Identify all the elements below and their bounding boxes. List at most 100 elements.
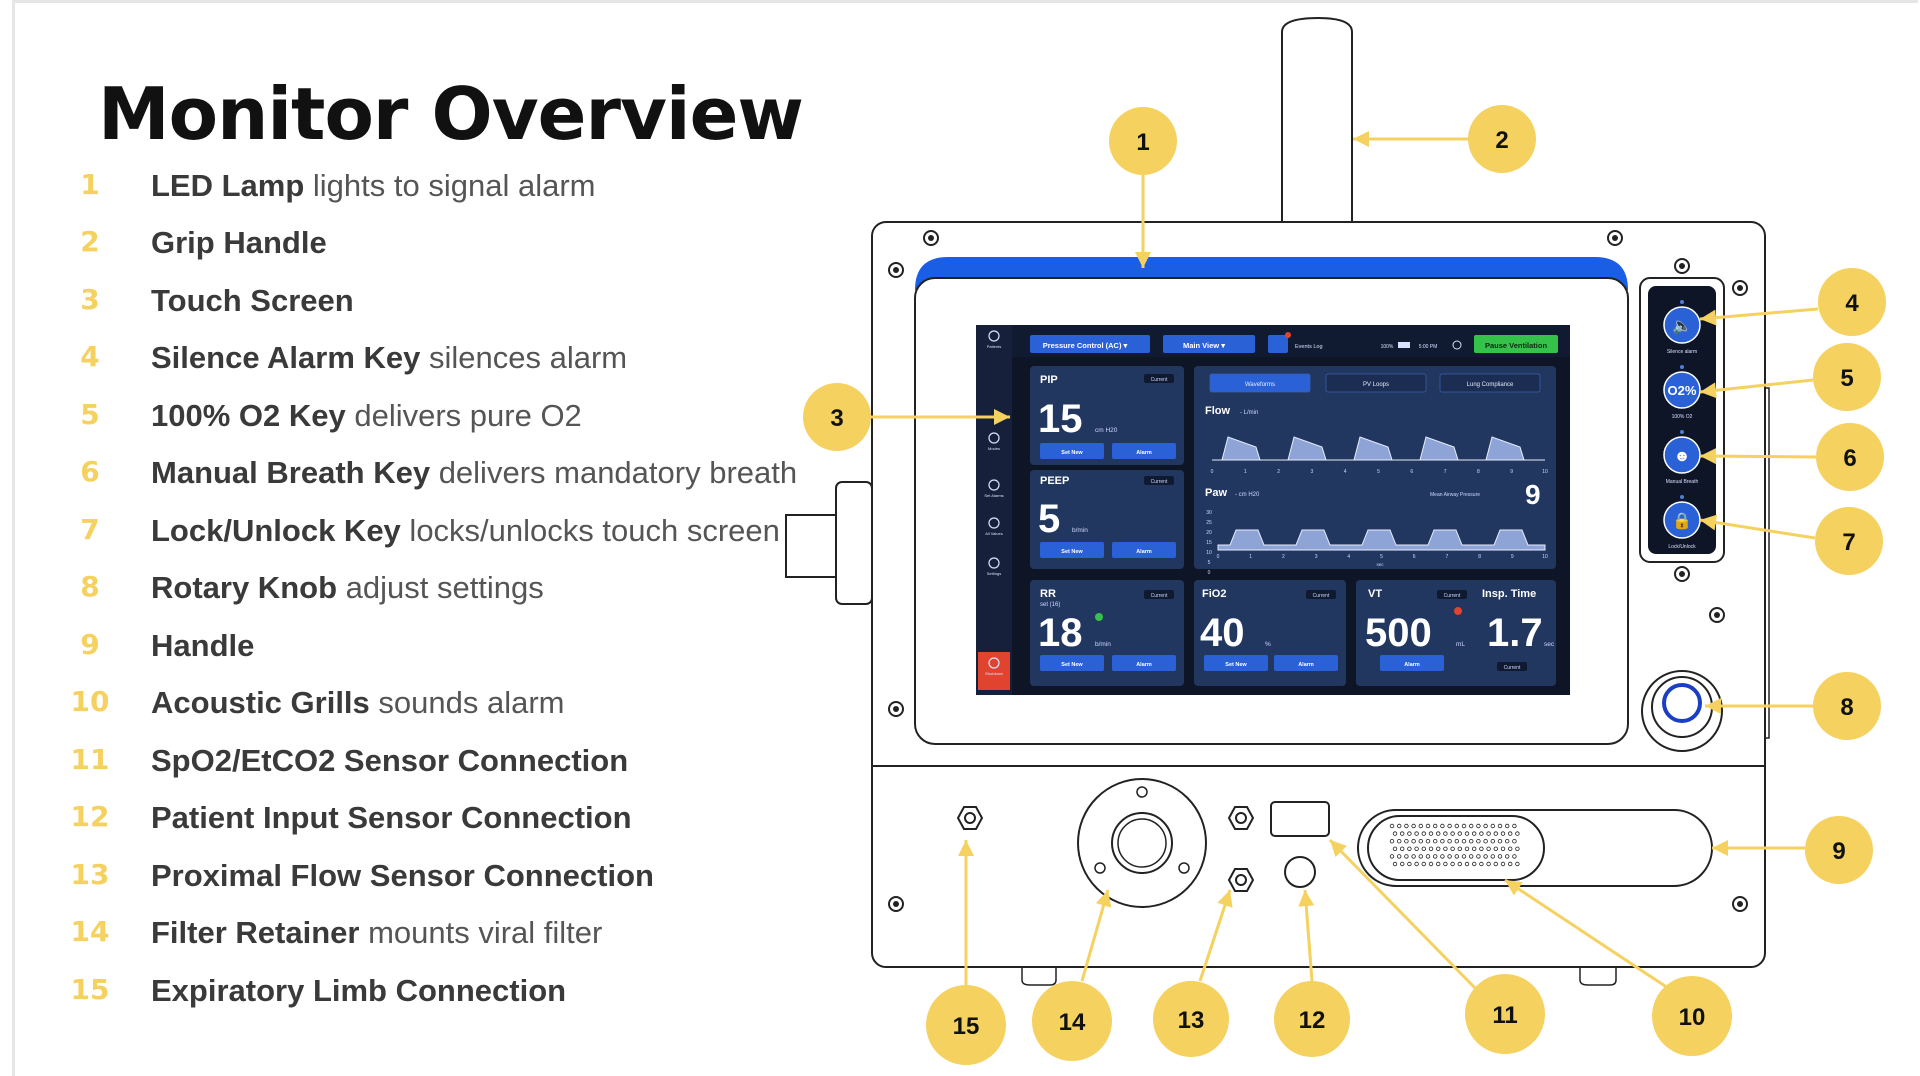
grill-hole [1507, 861, 1513, 867]
legend-name: LED Lamp [151, 168, 305, 203]
lock-icon: 🔒 [1672, 512, 1692, 530]
sidebar-label: Settings [987, 571, 1001, 576]
grill-hole [1450, 861, 1455, 867]
paw-tick: 4 [1347, 554, 1350, 560]
grill-hole [1483, 839, 1488, 844]
flow-label: Flow [1205, 405, 1230, 417]
callout-arrowhead [1705, 698, 1721, 714]
callout-13 [1153, 981, 1229, 1057]
current-tag [1144, 476, 1174, 485]
sidebar-icon [988, 517, 1000, 529]
callout-9 [1805, 816, 1873, 884]
expiratory-port-inner [964, 812, 976, 824]
callout-6-label: 6 [1843, 445, 1856, 472]
grill-hole [1476, 823, 1481, 829]
paw-ytick: 30 [1206, 510, 1212, 516]
screen-button [1040, 655, 1104, 671]
grill-hole [1500, 846, 1506, 851]
grill-hole [1435, 831, 1441, 836]
grill-hole [1432, 839, 1438, 844]
callout-arrowhead [1298, 890, 1315, 907]
callout-arrowhead [1330, 840, 1347, 858]
grill-hole [1500, 831, 1506, 836]
screw-center [1737, 901, 1743, 907]
legend-name: Silence Alarm Key [151, 340, 421, 375]
grill-hole [1512, 823, 1517, 829]
callout-line [1328, 838, 1477, 990]
waveform-tab [1325, 373, 1427, 393]
events-log-label: Events Log [1295, 344, 1323, 350]
view-select [1163, 335, 1255, 353]
grill-hole [1457, 831, 1462, 836]
grill-hole [1500, 861, 1506, 867]
grill-hole [1421, 861, 1426, 867]
legend-text: Manual Breath Key delivers mandatory bre… [151, 455, 797, 491]
grill-hole [1476, 839, 1481, 844]
paw-tick: 0 [1217, 554, 1220, 560]
grill-hole [1404, 839, 1409, 844]
legend-text: 100% O2 Key delivers pure O2 [151, 398, 582, 434]
paw-label: Paw [1205, 487, 1227, 499]
grill-hole [1432, 854, 1438, 859]
grill-hole [1425, 854, 1431, 859]
waveform-tab-label: Waveforms [1245, 382, 1275, 388]
legend-name: Touch Screen [151, 283, 354, 318]
grill-hole [1490, 839, 1495, 844]
foot-left [1021, 965, 1057, 986]
grill-hole [1443, 831, 1448, 836]
grill-hole [1497, 854, 1503, 859]
flow-tick: 1 [1244, 469, 1247, 475]
grill-hole [1428, 861, 1434, 867]
legend-text: Proximal Flow Sensor Connection [151, 858, 654, 894]
legend-number: 14 [70, 915, 110, 948]
grill-hole [1414, 846, 1419, 851]
grill-hole [1392, 831, 1398, 836]
side-connector-bracket [835, 481, 873, 605]
legend-text: Handle [151, 628, 254, 664]
grill-hole [1399, 831, 1405, 836]
grill-hole [1396, 854, 1402, 859]
grill-hole [1471, 861, 1477, 867]
callout-arrowhead [1700, 382, 1717, 399]
o2-icon: O2% [1668, 383, 1697, 398]
flow-tick: 2 [1277, 469, 1280, 475]
breath-icon: ☻ [1674, 448, 1691, 465]
paw-ytick: 25 [1206, 520, 1212, 526]
mode-select [1030, 335, 1150, 353]
grill-hole [1443, 861, 1448, 867]
screw-center [893, 706, 899, 712]
legend-name: Proximal Flow Sensor Connection [151, 858, 654, 893]
legend-name: 100% O2 Key [151, 398, 346, 433]
legend-number: 5 [80, 398, 100, 431]
battery-icon [1398, 342, 1410, 348]
grill-hole [1396, 839, 1402, 844]
legend-text: Rotary Knob adjust settings [151, 570, 544, 606]
grill-hole [1483, 854, 1488, 859]
grill-hole [1490, 823, 1495, 829]
legend-text: Touch Screen [151, 283, 354, 319]
flow-waveform [1212, 436, 1545, 461]
current-tag-label: Current [1151, 593, 1168, 599]
pause-label: Pause Ventilation [1485, 341, 1548, 350]
key-indicator [1680, 365, 1684, 369]
grill-hole [1440, 839, 1445, 844]
grill-hole [1483, 823, 1488, 829]
callout-15-label: 15 [953, 1013, 980, 1040]
screen-button-label: Alarm [1136, 549, 1152, 555]
grill-hole [1443, 846, 1448, 851]
fio2-value: 40 [1200, 611, 1245, 655]
grill-hole [1450, 831, 1455, 836]
key-indicator [1680, 300, 1684, 304]
current-tag [1144, 590, 1174, 599]
callout-arrowhead [994, 409, 1010, 425]
sidebar-label: Shutdown [985, 671, 1003, 676]
screen-button-label: Alarm [1404, 662, 1420, 668]
side-key-3 [1663, 436, 1701, 474]
screen-button [1040, 542, 1104, 558]
legend-text: Lock/Unlock Key locks/unlocks touch scre… [151, 513, 780, 549]
callout-10 [1652, 976, 1732, 1056]
grill-hole [1447, 839, 1452, 844]
grill-hole [1396, 823, 1402, 829]
paw-ytick: 20 [1206, 530, 1212, 536]
waveform-tab [1439, 373, 1541, 393]
